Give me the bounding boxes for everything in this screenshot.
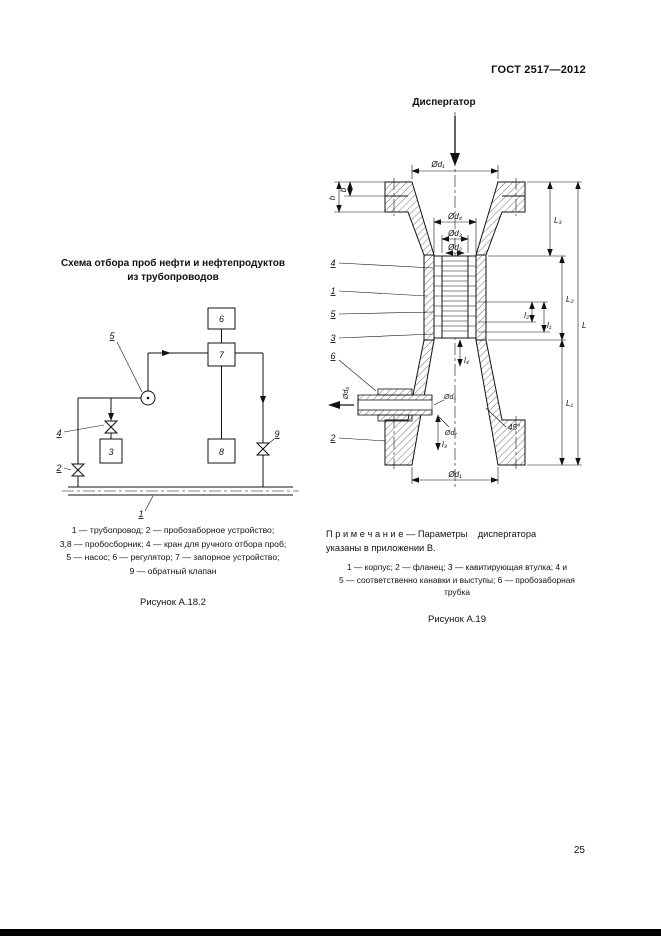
callout-4: 4 [56, 428, 61, 438]
callout-5: 5 [109, 331, 115, 341]
callout-9: 9 [274, 429, 279, 439]
dim-d6: Ød₆ [443, 394, 456, 401]
box-label-3: 3 [108, 447, 113, 457]
sampler-box-8: 8 [207, 438, 236, 464]
pump-icon [140, 390, 156, 406]
regulator-box-6: 6 [207, 307, 236, 330]
left-figure-title-line1: Схема отбора проб нефти и нефтепродуктов [60, 258, 286, 269]
pipeline [62, 486, 299, 496]
probe-tube [357, 388, 433, 422]
dim-l1: l₁ [547, 321, 552, 330]
dim-L2: L₂ [566, 295, 574, 304]
shutoff-box-7: 7 [207, 342, 236, 367]
process-lines [77, 329, 266, 487]
dim-d3: Ød₃ [447, 229, 462, 238]
flow-arrow-right-icon [162, 350, 171, 356]
dispergator-figure: Ød₁ Ød₄ Ød₃ Ød₂ Ød₁ b h [328, 112, 586, 488]
note-block: П р и м е ч а н и е — Параметры дисперга… [326, 527, 588, 555]
box-label-8: 8 [219, 447, 224, 457]
legend-line: 5 — насос; 6 — регулятор; 7 — запорное у… [66, 552, 280, 562]
legend-line: 3,8 — пробосборник; 4 — кран для ручного… [59, 538, 287, 549]
callout-part-2: 2 [329, 433, 335, 443]
dim-d5: Ød₅ [343, 387, 350, 400]
note-line: П р и м е ч а н и е — Параметры дисперга… [326, 529, 537, 539]
right-figure-legend: 1 — корпус; 2 — фланец; 3 — кавитирующая… [322, 561, 592, 599]
legend-line: трубка [444, 587, 470, 597]
dim-b: b [339, 187, 348, 192]
callout-part-6: 6 [330, 351, 335, 361]
left-figure-title: Схема отбора проб нефти и нефтепродуктов… [40, 257, 306, 285]
outlet-flow-arrow-icon [328, 401, 354, 409]
callout-labels: 1 2 4 5 9 [55, 331, 279, 519]
left-figure-caption: Рисунок А.18.2 [140, 597, 206, 608]
sampling-scheme-figure: 3 6 7 8 1 2 4 5 9 [55, 307, 299, 519]
valve-4-icon [103, 420, 119, 434]
dim-l4: l₄ [464, 356, 469, 365]
inlet-flow-arrow-icon [450, 116, 460, 166]
callout-1: 1 [138, 509, 143, 519]
left-figure-legend: 1 — трубопровод; 2 — пробозаборное устро… [33, 524, 313, 578]
dim-d4: Ød₄ [447, 212, 462, 221]
dim-L3: L₃ [554, 216, 562, 225]
dim-h: h [328, 195, 337, 200]
dim-d2: Ød₂ [447, 243, 462, 252]
callout-part-4: 4 [330, 258, 335, 268]
page-header: ГОСТ 2517—2012 [491, 64, 586, 76]
callout-part-3: 3 [330, 333, 335, 343]
box-label-6: 6 [219, 314, 224, 324]
dim-l3: l₃ [442, 440, 447, 449]
legend-line: 9 — обратный клапан [129, 565, 217, 576]
bottom-edge-bar [0, 929, 661, 936]
left-figure-title-line2: из трубопроводов [127, 272, 219, 283]
dim-d1-top: Ød₁ [430, 160, 445, 169]
dispergator-body-section [384, 178, 526, 469]
dim-l2: l₂ [524, 311, 529, 320]
callout-2: 2 [55, 463, 61, 473]
right-figure-caption: Рисунок А.19 [427, 614, 486, 625]
dim-L1: L₁ [566, 399, 573, 408]
page-number: 25 [573, 845, 585, 856]
right-figure-title: Диспергатор [412, 97, 476, 108]
flow-arrow-down-icon [108, 413, 114, 421]
dim-d7: Ød₇ [444, 430, 457, 437]
dim-angle-45: 45° [508, 423, 521, 432]
part-callouts: 4 1 5 3 6 2 [329, 258, 434, 443]
dim-d1-bottom: Ød₁ [447, 470, 462, 479]
legend-line: 1 — трубопровод; 2 — пробозаборное устро… [71, 525, 275, 535]
box-label-7: 7 [219, 350, 225, 360]
note-line: указаны в приложении В. [326, 543, 436, 553]
flow-arrow-down2-icon [260, 396, 266, 404]
dimension-lines: Ød₁ Ød₄ Ød₃ Ød₂ Ød₁ b h [328, 160, 586, 484]
legend-line: 5 — соответственно канавки и выступы; 6 … [339, 574, 575, 585]
cavitating-sleeve [433, 255, 477, 339]
callout-part-1: 1 [330, 286, 335, 296]
valve-2-icon [70, 463, 86, 477]
dim-L: L [582, 321, 586, 330]
legend-line: 1 — корпус; 2 — фланец; 3 — кавитирующая… [346, 562, 568, 572]
callout-part-5: 5 [330, 309, 336, 319]
sampler-box-3: 3 [99, 438, 123, 464]
